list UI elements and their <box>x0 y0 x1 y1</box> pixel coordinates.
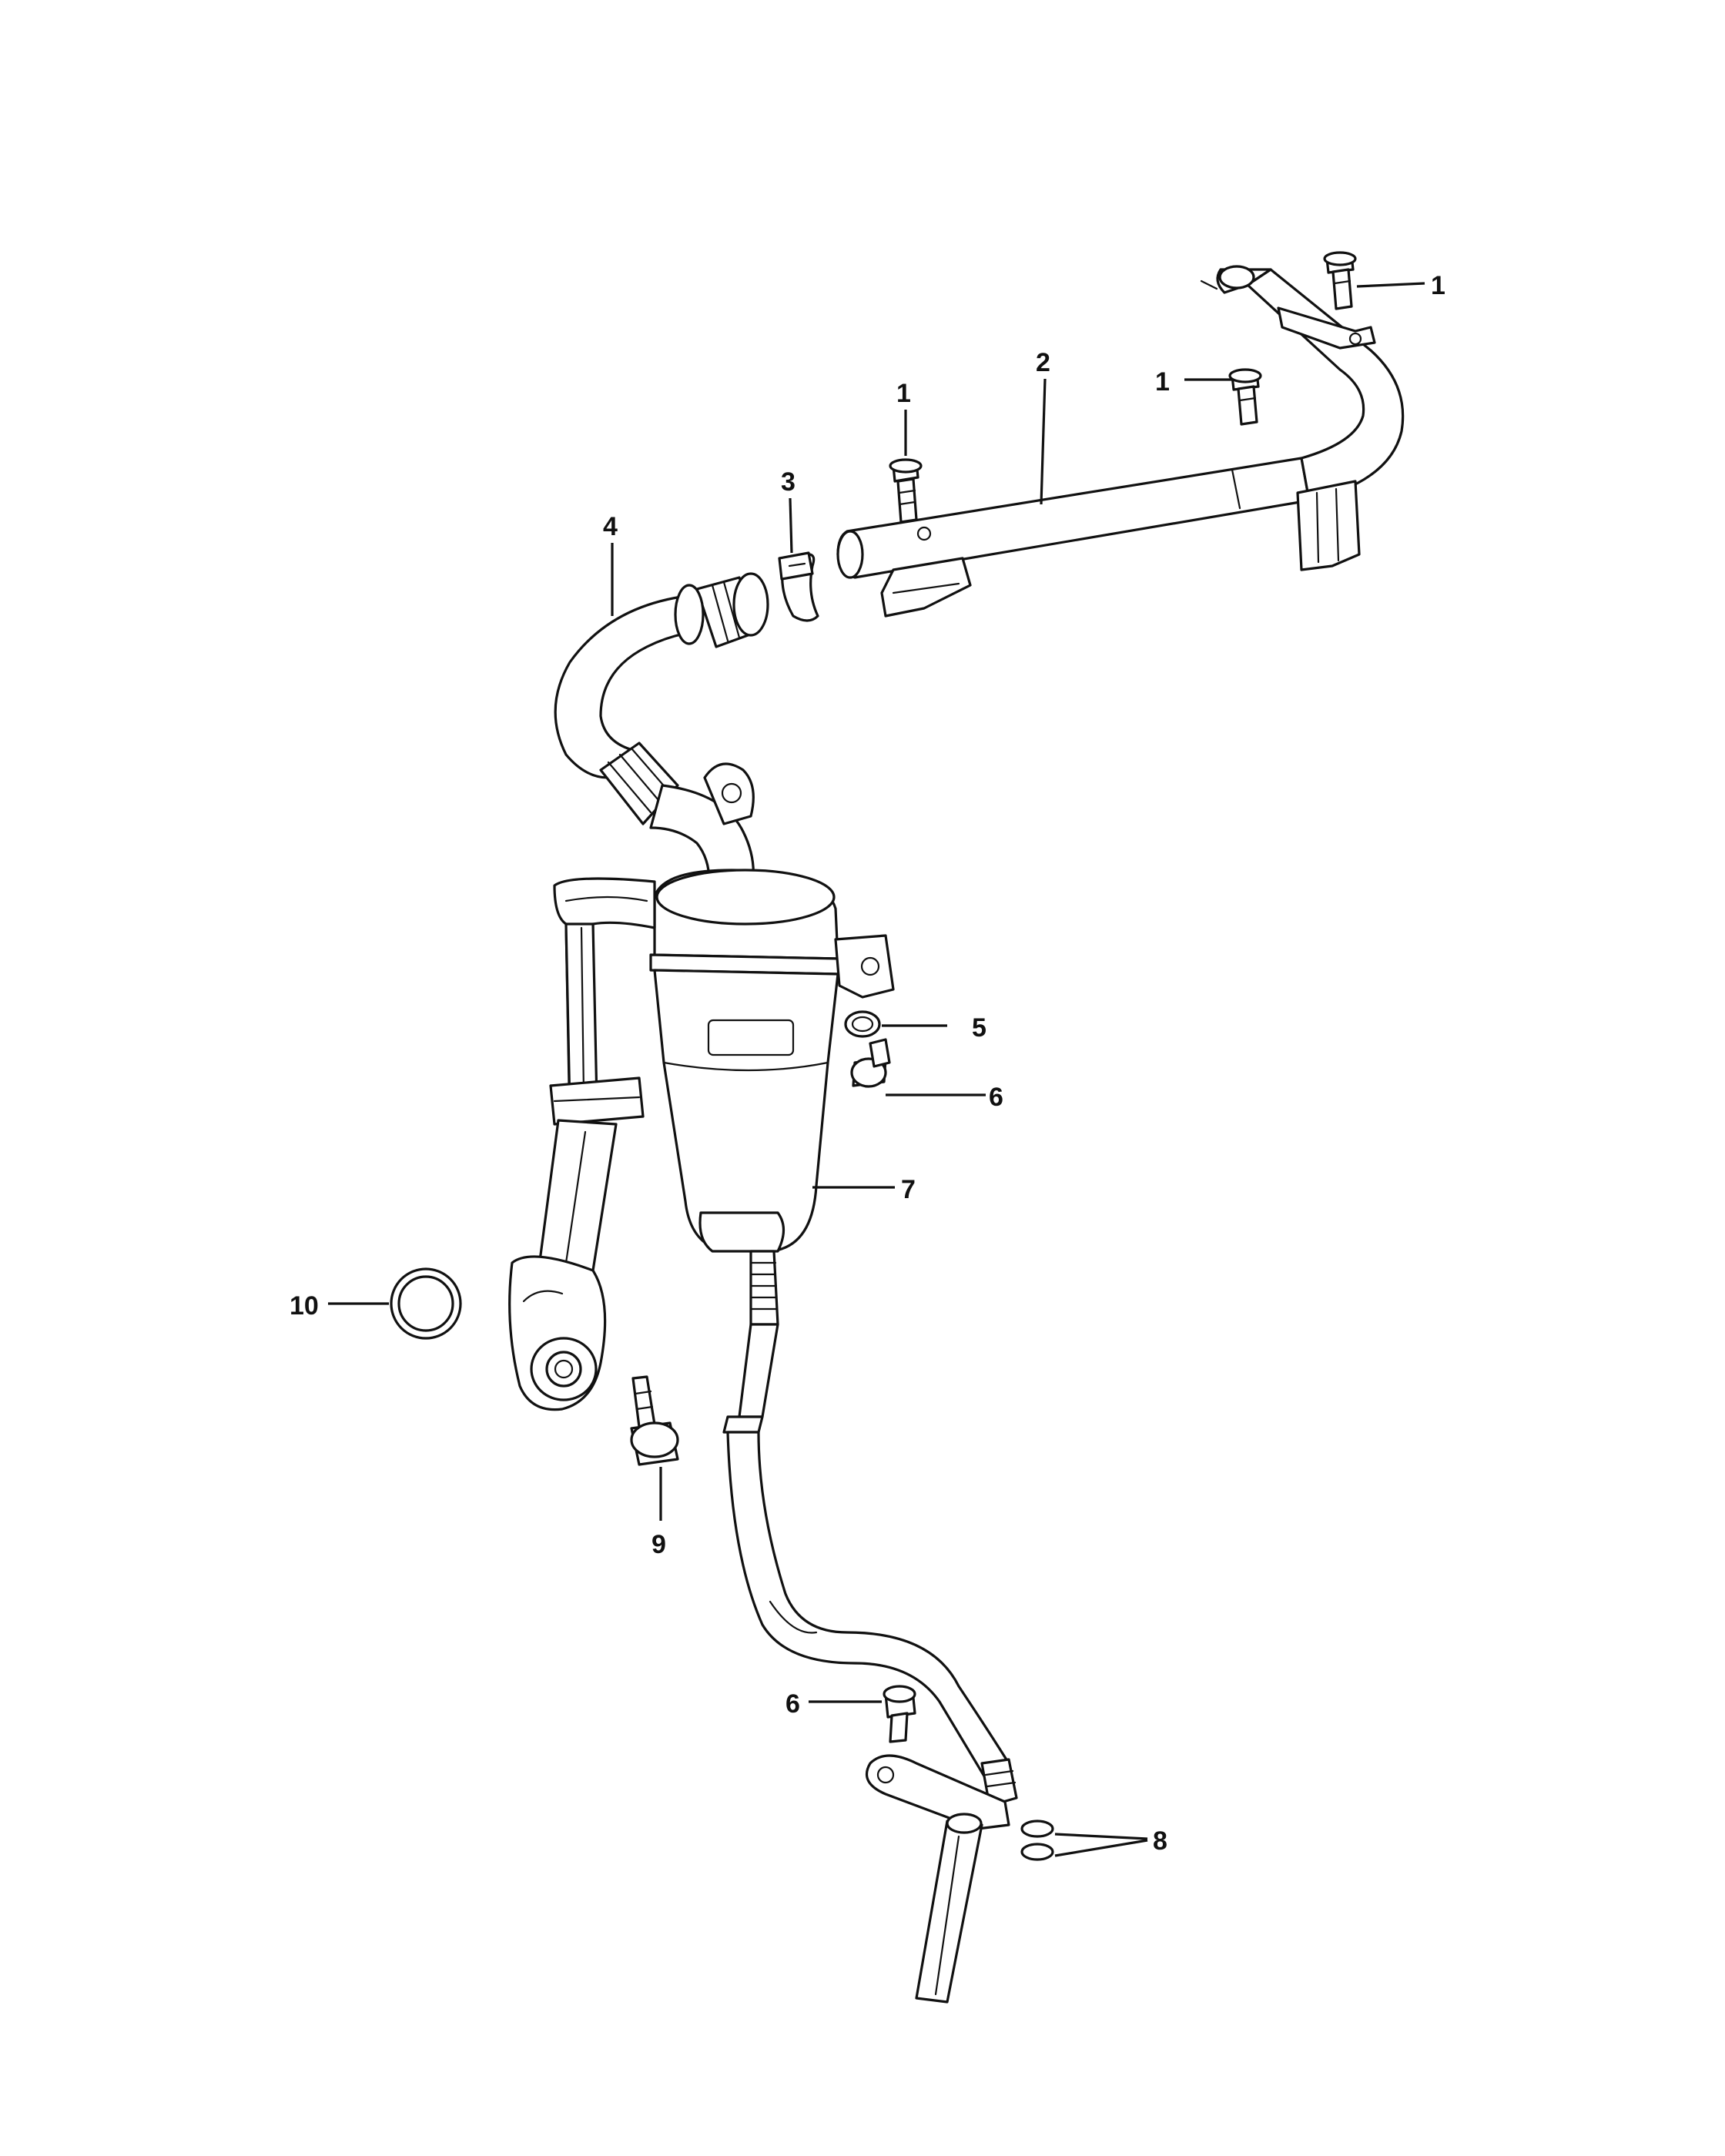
part-9-bolt <box>630 1375 679 1466</box>
callout-1-top-right: 1 <box>1356 271 1445 300</box>
callout-label: 10 <box>290 1291 319 1321</box>
callout-7: 7 <box>812 1175 916 1204</box>
part-10-gasket-ring <box>390 1267 462 1340</box>
callout-8: 8 <box>1054 1826 1167 1857</box>
callout-label: 7 <box>901 1175 916 1204</box>
part-3-clamp <box>778 551 819 622</box>
callout-label: 6 <box>785 1689 800 1719</box>
part-1-bolt-middle <box>1228 368 1262 426</box>
callout-6-upper: 6 <box>886 1083 1003 1112</box>
part-6-bolt-lower <box>883 1685 916 1743</box>
part-6-bolt-upper <box>850 1038 891 1088</box>
callout-label: 4 <box>603 512 618 541</box>
part-1-bolt-right <box>1323 251 1357 310</box>
callout-6-lower: 6 <box>785 1689 882 1719</box>
callouts: 1 1 1 2 3 4 5 <box>290 271 1445 1857</box>
drain-hose <box>722 1250 1018 2004</box>
callout-9: 9 <box>651 1467 666 1559</box>
callout-1-middle: 1 <box>1155 367 1232 397</box>
callout-label: 5 <box>972 1013 986 1043</box>
part-8-o-rings <box>1020 1820 1054 1861</box>
callout-label: 6 <box>989 1083 1003 1112</box>
callout-label: 1 <box>896 379 911 408</box>
callout-2: 2 <box>1036 348 1050 505</box>
callout-label: 2 <box>1036 348 1050 377</box>
callout-label: 1 <box>1431 271 1445 300</box>
callout-label: 3 <box>781 467 796 497</box>
part-4-hose <box>554 572 769 825</box>
callout-1-left: 1 <box>896 379 911 456</box>
callout-10: 10 <box>290 1291 389 1321</box>
callout-3: 3 <box>781 467 796 554</box>
callout-label: 8 <box>1153 1826 1167 1856</box>
callout-4: 4 <box>603 512 618 616</box>
callout-label: 9 <box>651 1530 666 1559</box>
callout-5: 5 <box>882 1013 986 1043</box>
part-1-bolt-left <box>889 458 923 524</box>
callout-label: 1 <box>1155 367 1170 397</box>
part-7-separator <box>508 762 895 1411</box>
part-2-tube <box>836 265 1405 618</box>
part-5-washer <box>844 1010 881 1038</box>
